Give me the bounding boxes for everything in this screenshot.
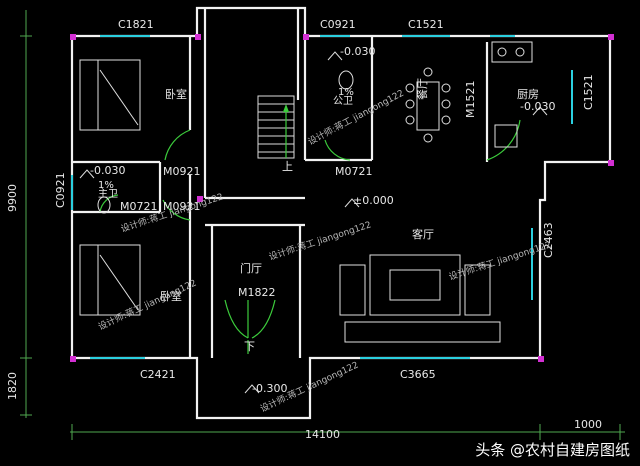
room-label-foyer: 门厅	[240, 261, 262, 275]
dimension-extra-right: 1000	[574, 418, 602, 431]
stair-down-label: 下	[244, 340, 255, 353]
window-label-c2463: C2463	[542, 222, 555, 258]
room-label-bedroom-top: 卧室	[165, 87, 187, 101]
door-labels: M0921 M0921 M0721 M0721 M1521 M1822	[120, 81, 477, 300]
door-label-m0921-b: M0921	[163, 200, 201, 213]
window-label-c0921-top: C0921	[320, 18, 356, 31]
door-label-m0721-b: M0721	[120, 200, 158, 213]
window-label-c3665: C3665	[400, 368, 436, 381]
door-label-m0721-a: M0721	[335, 165, 373, 178]
door-label-m1521: M1521	[464, 81, 477, 119]
window-label-c1521-top: C1521	[408, 18, 444, 31]
dimension-total-width: 14100	[305, 428, 340, 441]
door-swings	[99, 119, 521, 339]
windows	[71, 35, 573, 359]
window-label-c1521-right: C1521	[582, 74, 595, 110]
elevation-master-wc: -0.030	[90, 164, 125, 177]
room-label-living: 客厅	[412, 227, 434, 241]
columns	[70, 34, 614, 362]
elevation-kitchen: -0.030	[520, 100, 555, 113]
watermark-1: 设计师:蒋工 jiangong122	[306, 87, 406, 148]
dimension-left-lower: 1820	[6, 372, 19, 400]
platform-label: 头条	[475, 441, 506, 459]
window-label-c2421: C2421	[140, 368, 176, 381]
door-label-m0921-a: M0921	[163, 165, 201, 178]
dimension-left-total: 9900	[6, 184, 19, 212]
elevation-public-wc: -0.030	[340, 45, 375, 58]
source-credit: 头条 @农村自建房图纸	[475, 439, 630, 460]
furniture	[79, 41, 533, 343]
room-label-bedroom-bottom: 卧室	[160, 289, 182, 303]
stair-up-label: 上	[282, 160, 293, 173]
room-labels: 卧室 卧室 公卫 主卫 1% 1% 餐厅 厨房 客厅 门厅	[98, 78, 539, 303]
wc-slope-public: 1%	[338, 87, 354, 98]
elevation-entrance: -0.300	[252, 382, 287, 395]
walls	[70, 6, 612, 420]
watermarks: 设计师:蒋工 jiangong122 设计师:蒋工 jiangong122 设计…	[96, 87, 552, 415]
dimension-lines	[20, 10, 625, 440]
watermark-4: 设计师:蒋工 jiangong122	[447, 238, 552, 282]
room-label-kitchen: 厨房	[517, 88, 539, 101]
room-label-master-wc: 主卫	[98, 188, 118, 200]
room-label-public-wc: 公卫	[333, 96, 353, 107]
door-label-m1822: M1822	[238, 286, 276, 299]
account-label: @农村自建房图纸	[509, 441, 630, 459]
room-label-dining: 餐厅	[415, 78, 429, 100]
staircase	[247, 95, 295, 354]
elevation-marks: -0.030 -0.030 -0.030 ±0.000 -0.300	[79, 45, 555, 395]
elevation-ground: ±0.000	[353, 194, 394, 207]
window-labels: C1821 C0921 C1521 C2421 C3665 C1521 C092…	[54, 18, 595, 381]
watermark-5: 设计师:蒋工 jiangong122	[96, 277, 198, 333]
dimension-labels: 14100 1000 9900 1820	[6, 184, 602, 441]
wc-slope-master: 1%	[98, 180, 114, 191]
window-label-c0921-left: C0921	[54, 172, 67, 208]
window-label-c1821: C1821	[118, 18, 154, 31]
